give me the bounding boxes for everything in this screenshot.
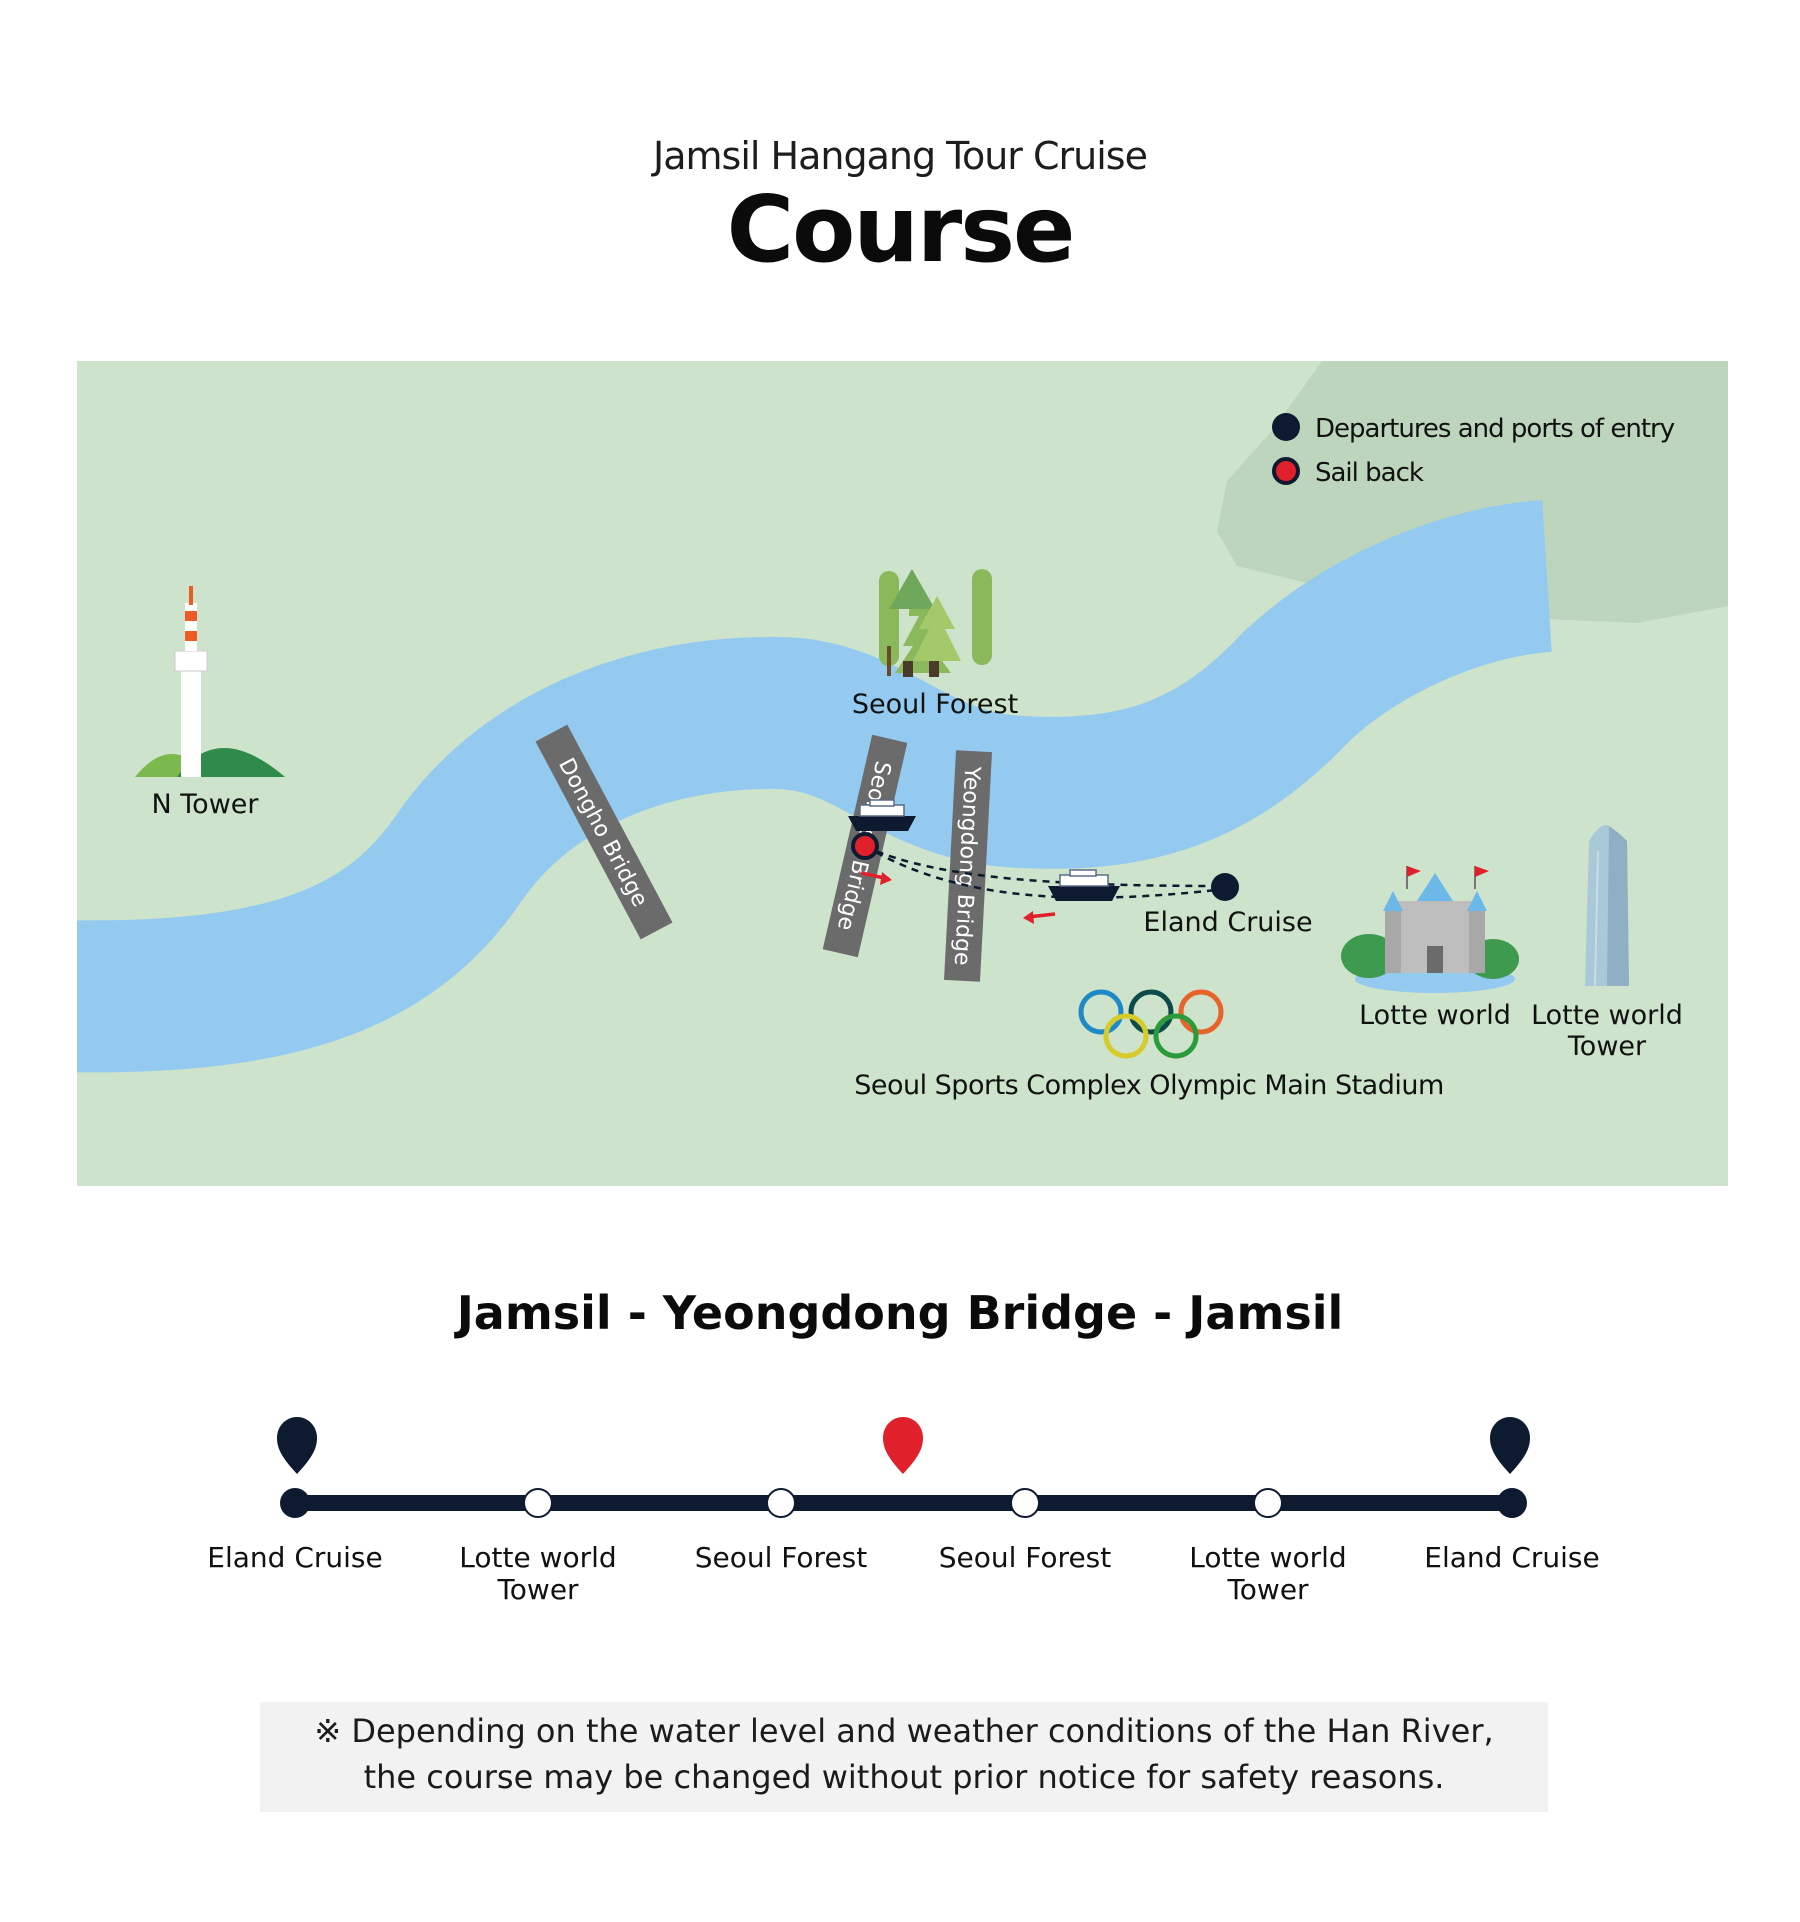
- forest-icon: [879, 569, 992, 677]
- notice-line-1: ※ Depending on the water level and weath…: [314, 1712, 1494, 1750]
- navy-pin-icon: [277, 1417, 317, 1474]
- notice-line-2: the course may be changed without prior …: [363, 1758, 1445, 1796]
- castle-icon: [1341, 866, 1519, 993]
- legend-departure-dot: [1272, 413, 1300, 441]
- timeline-stop-dot: [523, 1488, 553, 1518]
- course-map: Dongho Bridge Seongsu Bridge Yeongdong B…: [77, 361, 1728, 1186]
- skyscraper-icon: [1585, 825, 1629, 987]
- red-pin-icon: [883, 1417, 923, 1474]
- legend-departure-label: Departures and ports of entry: [1315, 414, 1675, 444]
- cruise-ship-icon: [848, 799, 916, 831]
- route-title: Jamsil - Yeongdong Bridge - Jamsil: [456, 1286, 1344, 1340]
- stop-lotte-world-tower-return: Lotte world Tower: [1189, 1541, 1347, 1606]
- route-line-lower: [864, 844, 1226, 899]
- olympic-rings-icon: [1078, 989, 1224, 1059]
- olympic-stadium-label: Seoul Sports Complex Olympic Main Stadiu…: [854, 1070, 1444, 1101]
- stop-lotte-world-tower: Lotte world Tower: [459, 1541, 617, 1606]
- timeline-port-dot: [280, 1488, 310, 1518]
- n-tower-icon: [135, 586, 285, 777]
- safety-notice: ※ Depending on the water level and weath…: [260, 1702, 1548, 1812]
- seoul-forest-label: Seoul Forest: [852, 689, 1018, 720]
- route-timeline: [277, 1417, 1530, 1518]
- page-title: Course: [726, 176, 1076, 283]
- legend-sail-back-label: Sail back: [1315, 458, 1424, 488]
- navy-pin-icon: [1490, 1417, 1530, 1474]
- arrow-west-icon: [1023, 911, 1056, 924]
- yeongdong-bridge: Yeongdong Bridge: [944, 750, 992, 982]
- timeline-port-dot: [1497, 1488, 1527, 1518]
- page-subtitle: Jamsil Hangang Tour Cruise: [653, 134, 1148, 178]
- stop-eland-cruise-start: Eland Cruise: [207, 1541, 383, 1574]
- timeline-stop-dot: [766, 1488, 796, 1518]
- timeline-stop-dot: [1253, 1488, 1283, 1518]
- stop-seoul-forest-return: Seoul Forest: [938, 1541, 1112, 1574]
- han-river: [77, 500, 1554, 1073]
- n-tower-label: N Tower: [152, 789, 260, 820]
- arrow-east-icon: [860, 871, 892, 885]
- timeline-stop-dot: [1010, 1488, 1040, 1518]
- legend-sail-back-dot: [1272, 457, 1300, 485]
- mountain-area: [1217, 361, 1728, 623]
- cruise-ship-icon: [1048, 869, 1120, 901]
- route-line-upper: [864, 844, 1226, 888]
- stop-seoul-forest: Seoul Forest: [694, 1541, 868, 1574]
- eland-cruise-port-point: [1211, 873, 1239, 901]
- stop-eland-cruise-end: Eland Cruise: [1424, 1541, 1600, 1574]
- eland-cruise-label: Eland Cruise: [1143, 907, 1312, 938]
- sail-back-point: [851, 832, 879, 860]
- lotte-world-label: Lotte world: [1359, 1000, 1511, 1031]
